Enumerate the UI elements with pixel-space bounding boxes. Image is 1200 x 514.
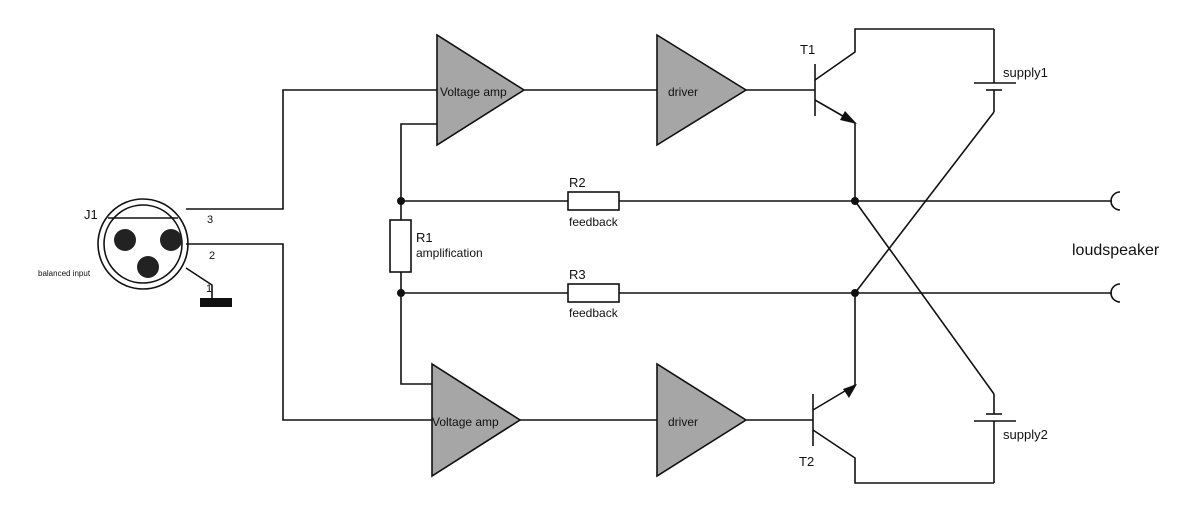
xlr-connector-j1: [97, 198, 189, 290]
junction-dot: [397, 289, 405, 297]
wire-cross-supply2: [854, 200, 995, 395]
bottom-voltage-amp: [431, 362, 522, 478]
r3-caption: feedback: [569, 306, 619, 320]
pin-3-label: 3: [207, 214, 213, 226]
transistor-t1: [814, 28, 994, 201]
emitter-arrow: [840, 111, 857, 124]
wire-bottom-inverting-input: [400, 272, 432, 385]
emitter-arrow: [843, 384, 857, 398]
connector-caption: balanced input: [38, 269, 91, 278]
t1-label: T1: [800, 42, 815, 57]
bottom-driver-label: driver: [668, 415, 698, 429]
supply1-label: supply1: [1003, 65, 1048, 80]
bottom-driver: [656, 362, 748, 478]
wire-top-inverting-input: [400, 123, 437, 220]
speaker-terminal-top: [1110, 191, 1121, 211]
wire-pin3: [186, 89, 437, 210]
t2-label: T2: [799, 454, 814, 469]
r1-caption: amplification: [416, 246, 483, 260]
battery-supply2: [974, 394, 1016, 483]
xlr-pin-hole: [160, 229, 182, 251]
battery-supply1: [974, 29, 1016, 112]
resistor-r2: [567, 191, 620, 211]
loudspeaker-label: loudspeaker: [1072, 242, 1160, 259]
connector-ref: J1: [84, 207, 98, 222]
r2-caption: feedback: [569, 215, 619, 229]
r2-ref: R2: [569, 175, 586, 190]
r1-ref: R1: [416, 230, 433, 245]
xlr-pin-hole: [114, 229, 136, 251]
transistor-t2: [812, 293, 994, 484]
junction-dot: [397, 197, 405, 205]
ground-symbol: [200, 298, 232, 307]
supply2-label: supply2: [1003, 427, 1048, 442]
wire-pin1-ground: [185, 267, 213, 298]
speaker-terminal-bottom: [1110, 283, 1121, 303]
top-voltage-amp-label: Voltage amp: [440, 85, 507, 99]
pin-2-label: 2: [209, 250, 215, 262]
resistor-r3: [567, 283, 620, 303]
wire-cross-supply1: [854, 111, 995, 294]
top-voltage-amp: [436, 33, 526, 147]
xlr-pin-hole: [137, 256, 159, 278]
pin-1-label: 1: [206, 283, 212, 295]
resistor-r1: [389, 219, 412, 273]
wire-pin2: [186, 243, 432, 421]
r3-ref: R3: [569, 267, 586, 282]
top-driver: [656, 33, 748, 147]
bottom-voltage-amp-label: Voltage amp: [432, 415, 499, 429]
top-driver-label: driver: [668, 85, 698, 99]
